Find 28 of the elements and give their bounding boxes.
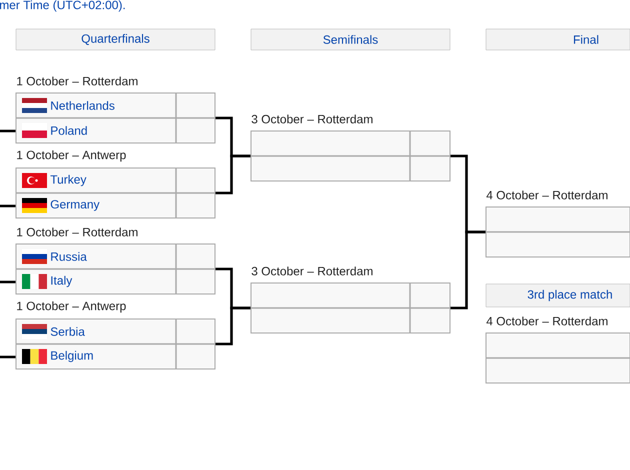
- date-label: 3 October – Rotterdam: [252, 114, 372, 124]
- date-label: 1 October – Antwerp: [17, 301, 126, 313]
- date-label: 1 October – Rotterdam: [17, 228, 138, 236]
- team-name: Poland: [51, 126, 87, 135]
- date-label: 4 October – Rotterdam: [486, 316, 608, 326]
- round-header: Quarterfinals: [16, 28, 216, 50]
- bracket-line: [450, 230, 486, 310]
- bracket-line: [0, 356, 16, 358]
- round-header: 3rd place match: [486, 284, 630, 308]
- round-header: Semifinals: [250, 28, 450, 50]
- team-name: Russia: [51, 252, 87, 261]
- date-label: 1 October – Rotterdam: [17, 76, 138, 86]
- bracket-line: [0, 204, 16, 208]
- team-name: Netherlands: [51, 101, 114, 110]
- date-label: 1 October – Antwerp: [17, 150, 126, 162]
- team-name: Turkey: [50, 174, 86, 186]
- team-name: Belgium: [51, 350, 93, 362]
- team-name: Germany: [50, 200, 100, 211]
- bracket-line: [216, 306, 250, 346]
- round-header: Final: [486, 28, 630, 50]
- bracket-line: [216, 154, 250, 194]
- bracket-line: [0, 280, 16, 284]
- team-name: Italy: [51, 276, 72, 288]
- date-label: 4 October – Rotterdam: [486, 190, 608, 200]
- bracket-line: [0, 130, 16, 132]
- note-text: mer Time (UTC+02:00).: [0, 0, 125, 12]
- date-label: 3 October – Rotterdam: [252, 266, 372, 276]
- team-name: Serbia: [50, 327, 85, 336]
